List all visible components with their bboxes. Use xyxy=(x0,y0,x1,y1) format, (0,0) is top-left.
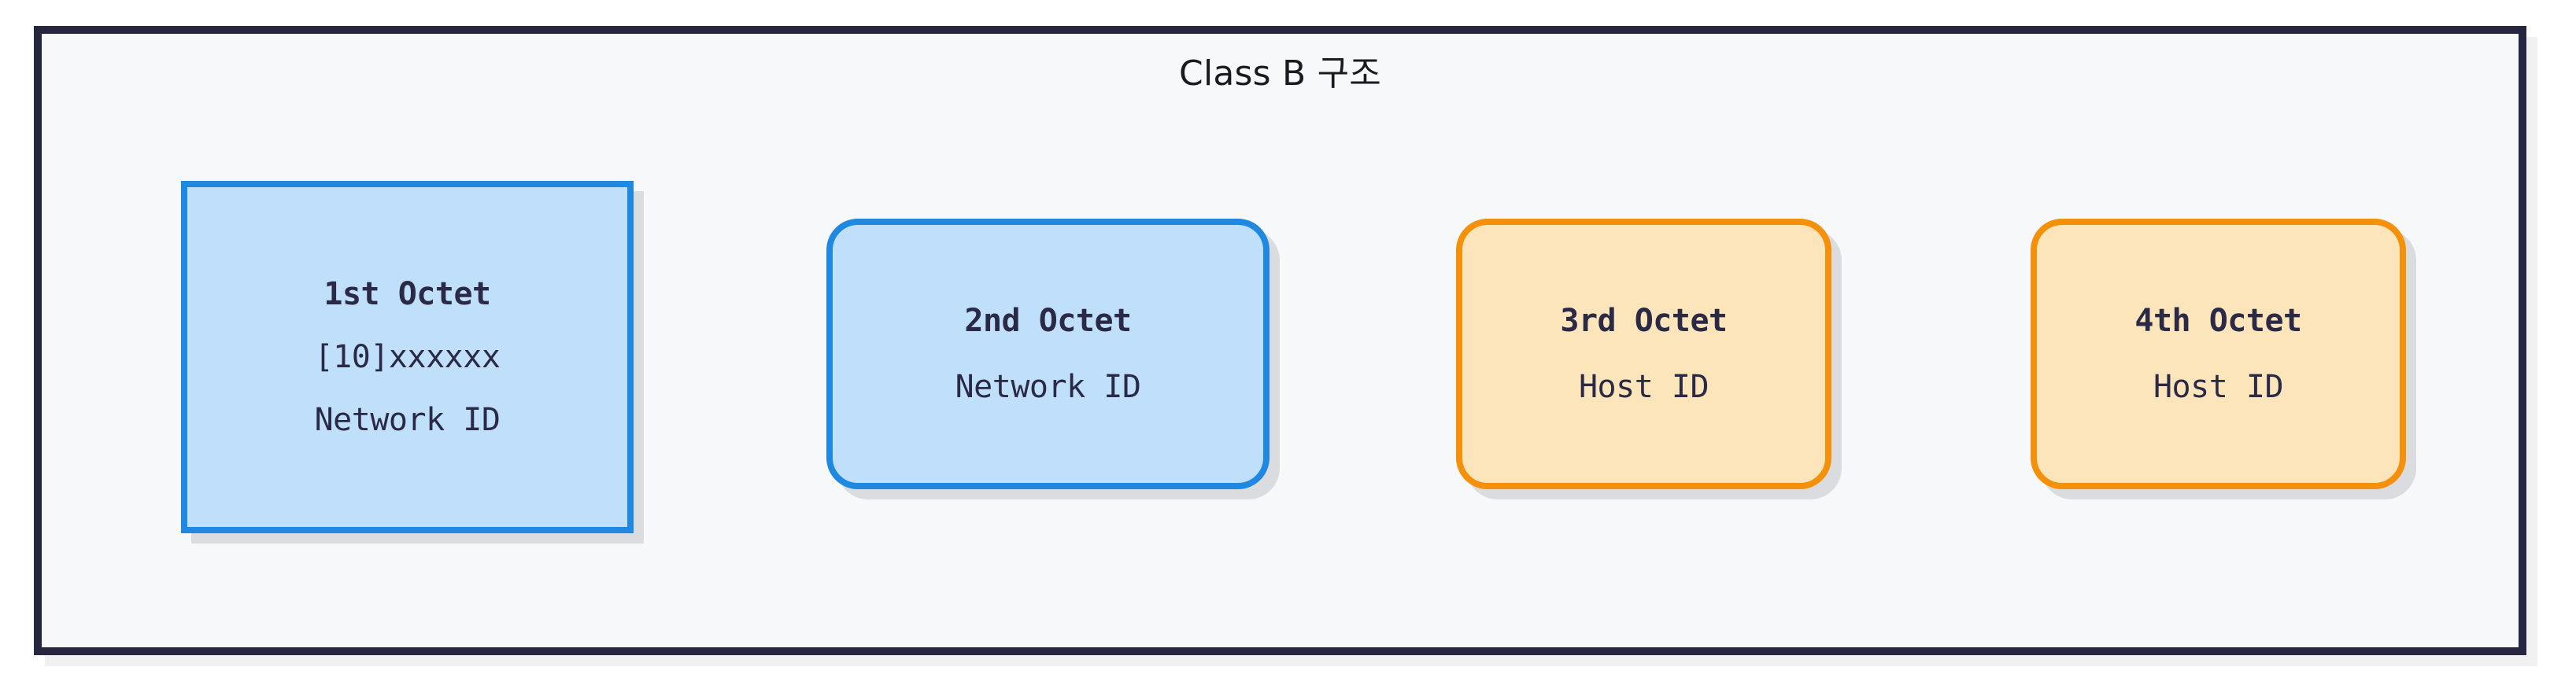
octet-3-title: 3rd Octet xyxy=(1560,303,1728,339)
diagram-frame: Class B 구조 1st Octet [10]xxxxxx Network … xyxy=(34,26,2526,655)
octet-4-role-label: Host ID xyxy=(2153,369,2284,405)
octet-1-role-label: Network ID xyxy=(314,402,501,438)
octet-box-4th[interactable]: 4th Octet Host ID xyxy=(2031,219,2406,489)
octet-2-role-label: Network ID xyxy=(955,369,1141,405)
octet-box-3rd[interactable]: 3rd Octet Host ID xyxy=(1456,219,1831,489)
diagram-title: Class B 구조 xyxy=(1179,53,1381,94)
octet-box-1st[interactable]: 1st Octet [10]xxxxxx Network ID xyxy=(181,181,634,533)
octet-box-2nd[interactable]: 2nd Octet Network ID xyxy=(826,219,1270,489)
octet-1-title: 1st Octet xyxy=(323,276,491,312)
octet-3-role-label: Host ID xyxy=(1578,369,1709,405)
octet-1-bitpattern: [10]xxxxxx xyxy=(314,339,501,375)
octet-2-title: 2nd Octet xyxy=(964,303,1132,339)
octet-4-title: 4th Octet xyxy=(2134,303,2302,339)
